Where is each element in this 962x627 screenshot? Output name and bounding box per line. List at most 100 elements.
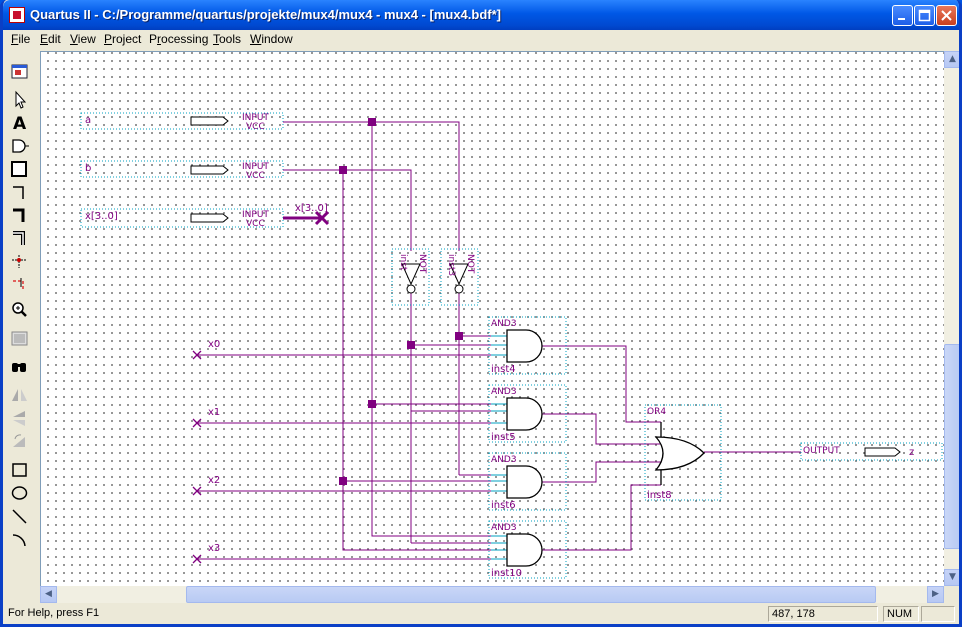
- block-tool-icon[interactable]: [9, 159, 31, 179]
- vertical-scrollbar[interactable]: ▲ ▼: [944, 51, 959, 586]
- symbol-type: OR4: [647, 407, 666, 417]
- oval-tool-icon[interactable]: [9, 483, 31, 503]
- symbol-type: NOT: [417, 254, 427, 274]
- status-help-text: For Help, press F1: [8, 607, 100, 619]
- orthogonal-node-tool-icon[interactable]: [9, 182, 31, 202]
- not-gate-inst[interactable]: inst NOT: [391, 248, 430, 306]
- coordinates-value: 487, 178: [772, 608, 815, 620]
- instance-name: inst5: [491, 432, 516, 443]
- instance-name: inst6: [491, 500, 516, 511]
- pin-type: INPUT: [242, 210, 269, 220]
- svg-text:A: A: [13, 114, 27, 133]
- rectangle-tool-icon[interactable]: [9, 460, 31, 480]
- flip-horizontal-icon[interactable]: [9, 385, 31, 405]
- menu-project[interactable]: Project: [104, 32, 142, 46]
- block-diagram-window-icon[interactable]: [9, 62, 31, 82]
- vertical-scroll-thumb[interactable]: [944, 344, 959, 549]
- find-icon[interactable]: [9, 357, 31, 377]
- menu-edit[interactable]: Edit: [40, 32, 61, 46]
- minimize-button[interactable]: [892, 5, 913, 26]
- bus-label: x[3..0]: [295, 203, 328, 214]
- line-tool-icon[interactable]: [9, 506, 31, 526]
- symbol-frame: [488, 316, 567, 375]
- scroll-right-button[interactable]: ▶: [927, 586, 944, 603]
- instance-name: inst3: [446, 254, 456, 276]
- pin-type: OUTPUT: [803, 446, 840, 456]
- input-pin-x[interactable]: x[3..0] INPUT VCC: [80, 208, 284, 229]
- zoom-tool-icon[interactable]: [9, 300, 31, 320]
- pin-name: x[3..0]: [85, 211, 118, 222]
- partial-line-selection-icon[interactable]: [9, 275, 31, 295]
- symbol-frame: [488, 520, 567, 579]
- arc-tool-icon[interactable]: [9, 529, 31, 549]
- menu-file[interactable]: File: [11, 32, 31, 46]
- block-editor-toolbar: A: [5, 58, 35, 603]
- selection-tool-icon[interactable]: [9, 90, 31, 110]
- wire-label-x3: x3: [208, 543, 220, 554]
- wire-label-x0: x0: [208, 339, 220, 350]
- full-screen-icon[interactable]: [9, 329, 31, 349]
- symbol-type: AND3: [491, 523, 517, 533]
- input-pin-b[interactable]: b INPUT VCC: [80, 160, 284, 181]
- instance-name: inst4: [491, 364, 516, 375]
- output-pin-symbol: [864, 447, 901, 457]
- menu-window[interactable]: Window: [250, 32, 293, 46]
- orthogonal-bus-tool-icon[interactable]: [9, 205, 31, 225]
- wire-label-x1: x1: [208, 407, 220, 418]
- horizontal-scrollbar[interactable]: ◀ ▶: [40, 586, 944, 603]
- input-pin-symbol: [190, 213, 229, 223]
- symbol-type: AND3: [491, 387, 517, 397]
- pin-name: b: [85, 163, 91, 174]
- text-tool-icon[interactable]: A: [9, 113, 31, 133]
- orthogonal-conduit-tool-icon[interactable]: [9, 228, 31, 248]
- menu-tools[interactable]: Tools: [213, 32, 242, 46]
- quartus-app-icon[interactable]: [9, 7, 25, 23]
- symbol-frame: [644, 404, 722, 501]
- minimize-icon: [898, 18, 905, 20]
- instance-name: inst10: [491, 568, 522, 579]
- symbol-frame: [391, 248, 430, 306]
- horizontal-scroll-thumb[interactable]: [186, 586, 876, 603]
- maximize-button[interactable]: [914, 5, 935, 26]
- menu-bar: File Edit View Project Processing Tools …: [3, 30, 959, 50]
- status-num-lock: NUM: [883, 606, 919, 622]
- window-title: Quartus II - C:/Programme/quartus/projek…: [30, 7, 501, 22]
- close-icon: [941, 10, 952, 21]
- block-diagram-canvas[interactable]: a INPUT VCC b INPUT VCC x[3..0] INPUT: [40, 51, 944, 586]
- scroll-up-button[interactable]: ▲: [944, 51, 959, 68]
- scroll-left-button[interactable]: ◀: [40, 586, 57, 603]
- title-bar[interactable]: Quartus II - C:/Programme/quartus/projek…: [3, 0, 959, 30]
- menu-view[interactable]: View: [70, 32, 96, 46]
- input-pin-a[interactable]: a INPUT VCC: [80, 112, 284, 132]
- not-gate-inst3[interactable]: inst3 NOT: [440, 248, 479, 306]
- rotate-left-icon[interactable]: [9, 431, 31, 451]
- scroll-down-button[interactable]: ▼: [944, 569, 959, 586]
- symbol-frame: [488, 452, 567, 511]
- menu-processing[interactable]: Processing: [149, 32, 209, 46]
- pin-default: VCC: [246, 219, 265, 229]
- pin-type: INPUT: [242, 113, 269, 123]
- scrollbar-corner: [944, 586, 959, 603]
- symbol-frame: [440, 248, 479, 306]
- schematic: a INPUT VCC b INPUT VCC x[3..0] INPUT: [80, 112, 943, 579]
- output-pin-frame: [800, 442, 943, 461]
- instance-name: inst8: [647, 490, 672, 501]
- flip-vertical-icon[interactable]: [9, 408, 31, 428]
- close-button[interactable]: [936, 5, 957, 26]
- or4-inst8[interactable]: OR4 inst8: [644, 404, 722, 501]
- wires: [197, 121, 801, 560]
- status-empty-panel: [921, 606, 955, 622]
- symbol-frame: [488, 384, 567, 443]
- symbol-tool-icon[interactable]: [9, 136, 31, 156]
- and3-inst4[interactable]: AND3 inst4: [488, 316, 567, 375]
- and3-inst10[interactable]: AND3 inst10: [488, 520, 567, 579]
- wire-label-x2: x2: [208, 475, 220, 486]
- and3-inst5[interactable]: AND3 inst5: [488, 384, 567, 443]
- status-coordinates: 487, 178: [768, 606, 878, 622]
- input-pin-frame: [80, 160, 284, 178]
- and3-inst6[interactable]: AND3 inst6: [488, 452, 567, 511]
- use-rubberbanding-icon[interactable]: [9, 252, 31, 272]
- x-input-markers: [192, 350, 202, 564]
- output-pin-z[interactable]: OUTPUT z: [800, 442, 943, 461]
